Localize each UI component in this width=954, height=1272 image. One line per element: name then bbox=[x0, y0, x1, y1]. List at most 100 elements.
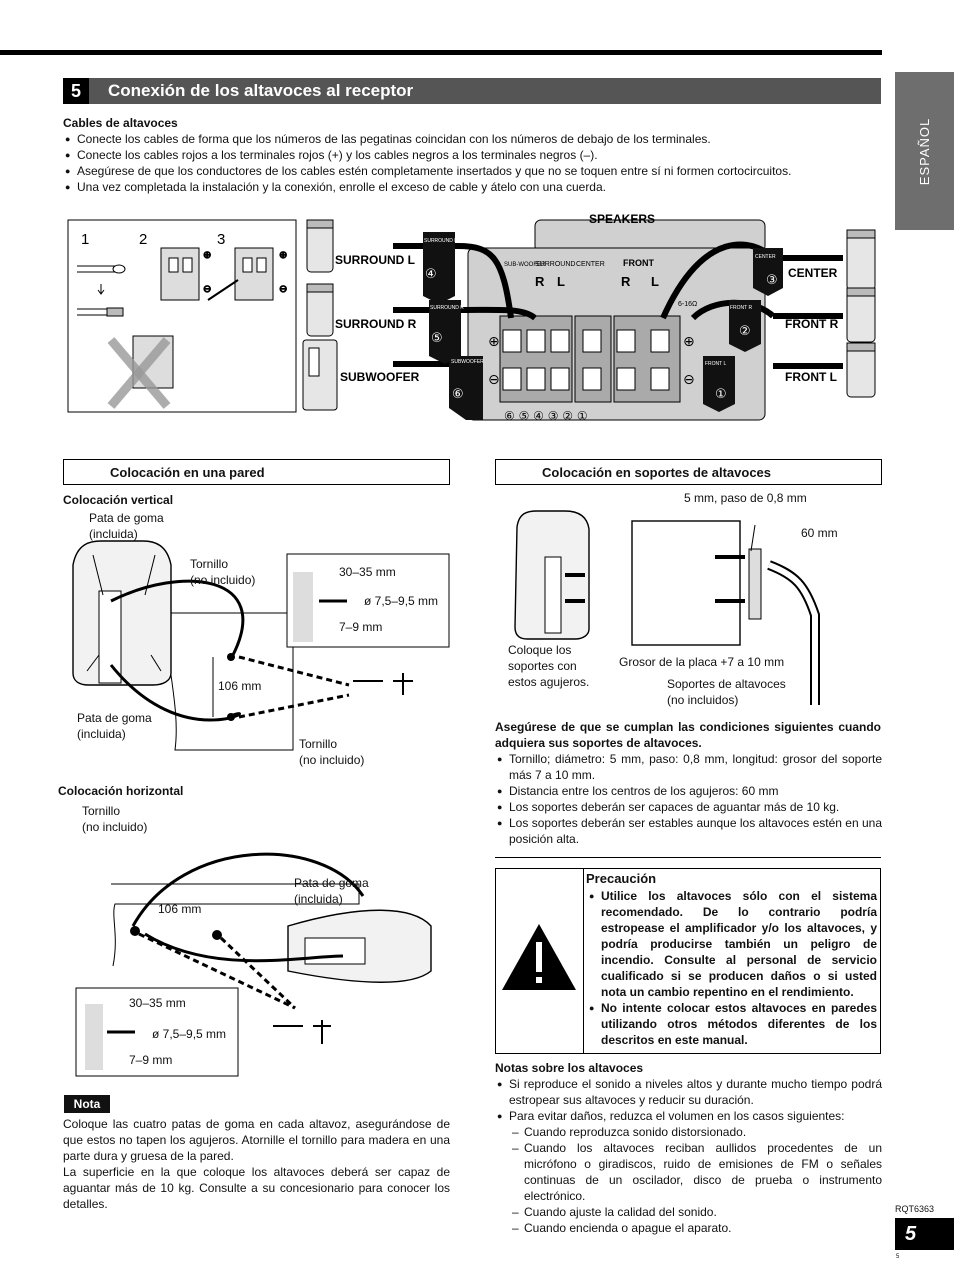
list-item: Si reproduce el sonido a niveles altos y… bbox=[494, 1076, 882, 1108]
document-code: RQT6363 bbox=[895, 1204, 935, 1214]
terminal-clip-illustration: ⊕ ⊖ ⊕ ⊖ bbox=[160, 247, 288, 301]
list-item: Cuando reproduzca sonido distorsionado. bbox=[509, 1124, 882, 1140]
tag-center: CENTER bbox=[755, 254, 776, 260]
connection-diagram: 1 2 3 ⊕ ⊖ ⊕ ⊖ SURROUND L SURROUND R SUBW… bbox=[67, 212, 876, 423]
panel-label-r1: R bbox=[535, 274, 545, 289]
cables-heading: Cables de altavoces bbox=[63, 116, 178, 130]
nota-paragraph-2: La superficie en la que coloque los alta… bbox=[63, 1165, 450, 1211]
caution-title: Precaución bbox=[586, 871, 657, 886]
diameter-label: ø 7,5–9,5 mm bbox=[364, 594, 439, 608]
label-surround-l: SURROUND L bbox=[335, 253, 415, 267]
language-tab bbox=[895, 72, 954, 230]
cable-strip-illustration bbox=[77, 264, 126, 317]
list-item: Los soportes deberán ser capaces de agua… bbox=[494, 799, 882, 815]
vertical-title: Colocación vertical bbox=[63, 493, 174, 507]
speaker-center bbox=[846, 229, 876, 291]
h-screw-label: Tornillo (no incluido) bbox=[82, 804, 148, 834]
list-item: Tornillo; diámetro: 5 mm, paso: 0,8 mm, … bbox=[494, 751, 882, 783]
spacing-label: 106 mm bbox=[218, 679, 262, 693]
section-number: 5 bbox=[63, 78, 89, 104]
thickness-label: Grosor de la placa +7 a 10 mm bbox=[619, 655, 785, 669]
h-head-label: 7–9 mm bbox=[129, 1053, 173, 1067]
speaker-front-r bbox=[846, 287, 876, 343]
step-1-label: 1 bbox=[81, 231, 89, 248]
speaker-surround-l bbox=[306, 219, 334, 273]
label-center: CENTER bbox=[788, 266, 838, 280]
vertical-mount-illustration bbox=[72, 540, 450, 751]
nota-badge: Nota bbox=[64, 1095, 110, 1113]
circled-2: ② bbox=[739, 324, 751, 339]
language-tab-label: ESPAÑOL bbox=[917, 117, 933, 185]
wall-box-title: Colocación en una pared bbox=[63, 459, 450, 485]
tag-front-l: FRONT L bbox=[705, 361, 727, 367]
caution-rule bbox=[495, 857, 881, 858]
panel-label-impedance: 6-16Ω bbox=[678, 301, 697, 308]
speaker-surround-r bbox=[306, 283, 334, 337]
section-header-bar bbox=[63, 78, 881, 104]
circled-6: ⑥ bbox=[452, 387, 464, 402]
speaker-front-l bbox=[846, 342, 876, 398]
h-diameter-label: ø 7,5–9,5 mm bbox=[152, 1027, 227, 1041]
cable-tags bbox=[423, 232, 783, 420]
list-item: Una vez completada la instalación y la c… bbox=[62, 179, 882, 195]
list-item: Conecte los cables de forma que los núme… bbox=[62, 131, 882, 147]
caution-divider bbox=[583, 868, 584, 1054]
notes-list: Si reproduce el sonido a niveles altos y… bbox=[494, 1076, 882, 1124]
terminal-block bbox=[499, 315, 681, 403]
label-subwoofer: SUBWOOFER bbox=[340, 370, 420, 384]
horizontal-mount-illustration bbox=[75, 852, 432, 1077]
horizontal-title: Colocación horizontal bbox=[58, 784, 184, 798]
list-item: Asegúrese de que los conductores de los … bbox=[62, 163, 882, 179]
conditions-heading: Asegúrese de que se cumplan las condicio… bbox=[495, 720, 881, 750]
section-title: Conexión de los altavoces al receptor bbox=[108, 81, 414, 100]
h-rubber-foot-label: Pata de goma (incluida) bbox=[294, 876, 369, 906]
terminal-numbers: ⑥ ⑤ ④ ③ ② ① bbox=[504, 409, 588, 423]
minus-right-icon: ⊖ bbox=[683, 372, 695, 388]
list-item: Utilice los altavoces sólo con el sistem… bbox=[586, 888, 877, 1000]
depth-label: 30–35 mm bbox=[339, 565, 396, 579]
svg-text:⊖: ⊖ bbox=[203, 284, 211, 295]
panel-label-l2: L bbox=[651, 274, 659, 289]
svg-text:⊕: ⊕ bbox=[203, 250, 211, 261]
plus-right-icon: ⊕ bbox=[683, 334, 695, 350]
panel-label-front: FRONT bbox=[623, 258, 654, 268]
svg-text:⊕: ⊕ bbox=[279, 250, 287, 261]
distance-label: 60 mm bbox=[801, 526, 838, 540]
step-3-label: 3 bbox=[217, 231, 225, 248]
page-number: 5 bbox=[895, 1218, 954, 1250]
incorrect-connection-illustration bbox=[107, 335, 174, 409]
list-item: Los soportes deberán ser estables aunque… bbox=[494, 815, 882, 847]
speaker-subwoofer bbox=[302, 339, 338, 411]
panel-label-r2: R bbox=[621, 274, 631, 289]
panel-label-center: CENTER bbox=[576, 261, 605, 268]
notes-heading: Notas sobre los altavoces bbox=[495, 1061, 644, 1075]
list-item: Para evitar daños, reduzca el volumen en… bbox=[494, 1108, 882, 1124]
notes-dash-list: Cuando reproduzca sonido distorsionado. … bbox=[509, 1124, 882, 1236]
head-label: 7–9 mm bbox=[339, 620, 383, 634]
panel-label-subwoofer: SUB-WOOFER bbox=[504, 262, 546, 268]
panel-label-l1: L bbox=[557, 274, 565, 289]
warning-icon bbox=[502, 924, 576, 990]
caution-list: Utilice los altavoces sólo con el sistem… bbox=[586, 888, 877, 1048]
nota-paragraph-1: Coloque las cuatro patas de goma en cada… bbox=[63, 1117, 450, 1163]
tag-front-r: FRONT R bbox=[730, 305, 753, 311]
list-item: Conecte los cables rojos a los terminale… bbox=[62, 147, 882, 163]
panel-label-surround: SURROUND bbox=[535, 261, 575, 268]
list-item: Cuando los altavoces reciban aullidos pr… bbox=[509, 1140, 882, 1204]
cables-list: Conecte los cables de forma que los núme… bbox=[62, 131, 882, 195]
list-item: No intente colocar estos altavoces en pa… bbox=[586, 1000, 877, 1048]
tag-subwoofer: SUBWOOFER bbox=[451, 359, 484, 365]
stands-box-title: Colocación en soportes de altavoces bbox=[495, 459, 882, 485]
label-front-l: FRONT L bbox=[785, 370, 837, 384]
conditions-list: Tornillo; diámetro: 5 mm, paso: 0,8 mm, … bbox=[494, 751, 882, 847]
minus-left-icon: ⊖ bbox=[488, 372, 500, 388]
screw-bottom-label: Tornillo (no incluido) bbox=[299, 737, 365, 767]
h-depth-label: 30–35 mm bbox=[129, 996, 186, 1010]
circled-3: ③ bbox=[766, 273, 778, 288]
caution-box bbox=[495, 868, 881, 1054]
plus-left-icon: ⊕ bbox=[488, 334, 500, 350]
rubber-foot-top-label: Pata de goma (incluida) bbox=[89, 511, 164, 541]
circled-4: ④ bbox=[425, 267, 437, 282]
small-page-mark: 5 bbox=[896, 1254, 900, 1260]
speakers-label: SPEAKERS bbox=[589, 212, 655, 226]
